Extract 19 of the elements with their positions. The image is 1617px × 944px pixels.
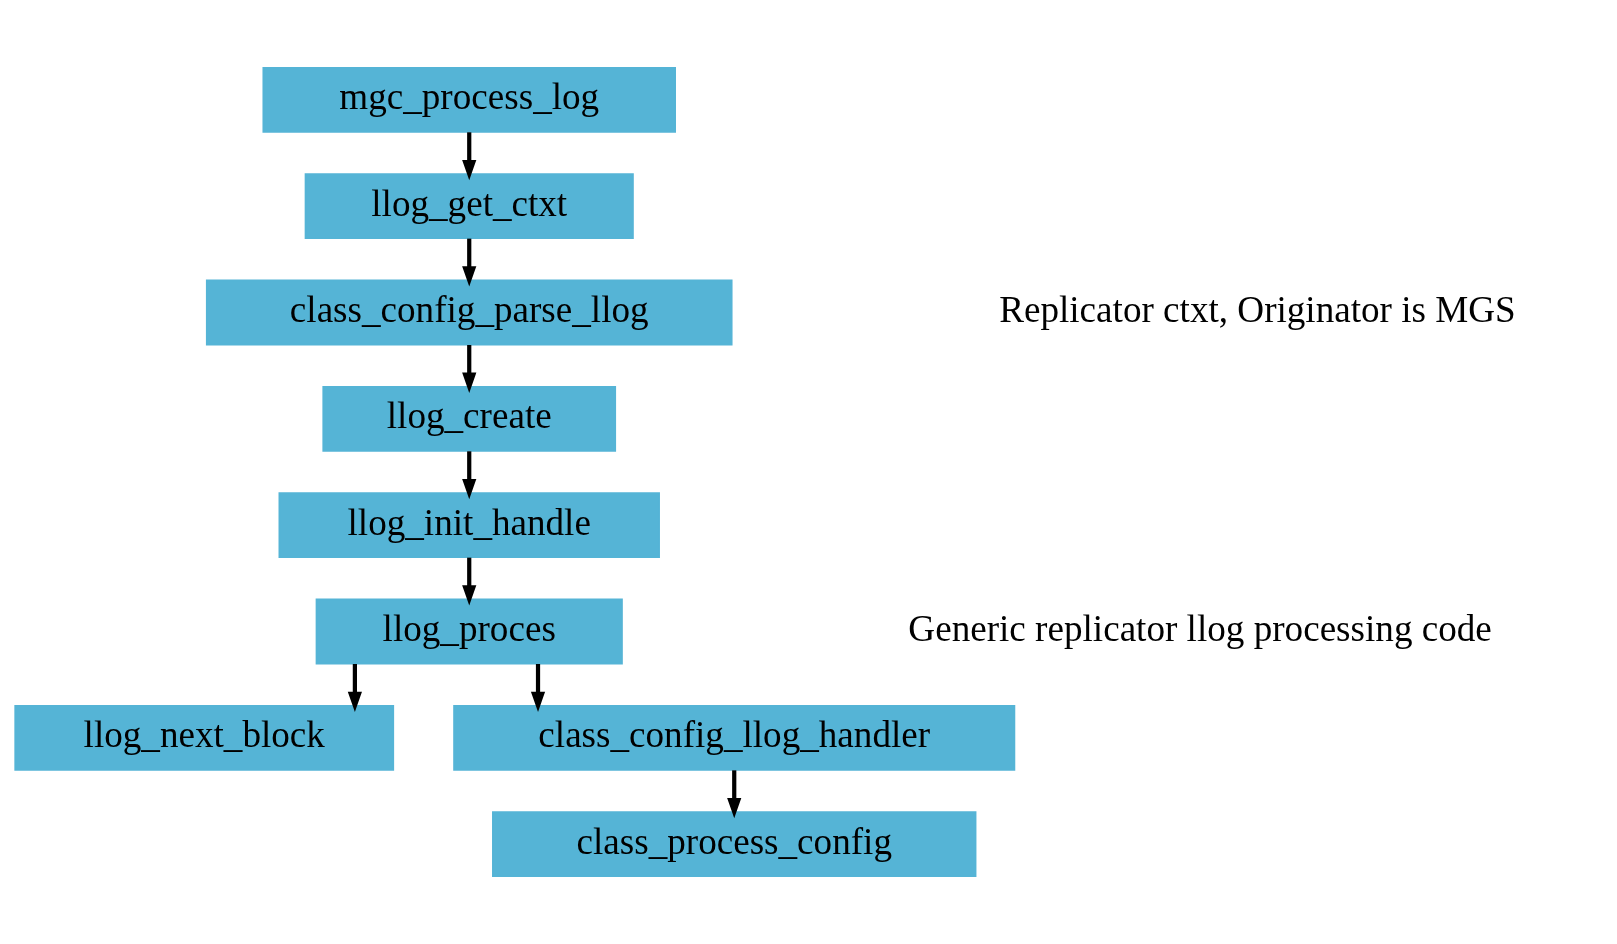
arrow [462, 238, 477, 287]
node-box: llog_create [322, 385, 617, 452]
arrow [530, 664, 546, 712]
label: Replicator ctxt, Originator is MGS [999, 288, 1516, 330]
node-box: llog_next_block [14, 704, 395, 771]
node-box: class_config_parse_llog [205, 279, 733, 346]
node-box: llog_init_handle [278, 492, 660, 559]
arrow [462, 557, 477, 606]
node-box: llog_proces [315, 598, 623, 665]
arrow [347, 664, 362, 712]
node-box: llog_get_ctxt [304, 173, 634, 240]
arrow [462, 344, 477, 393]
arrow [462, 132, 477, 181]
node-box: mgc_process_log [262, 66, 676, 133]
node-box: class_process_config [492, 811, 977, 878]
label: Generic replicator llog processing code [908, 607, 1492, 649]
arrow [462, 451, 477, 500]
arrow [727, 770, 742, 819]
node-box: class_config_llog_handler [453, 704, 1016, 771]
